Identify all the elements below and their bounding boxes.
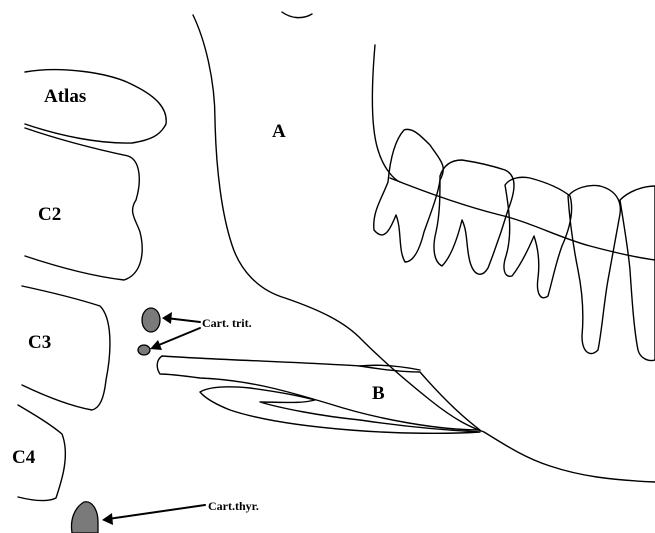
label-cart-trit: Cart. trit. <box>202 316 252 330</box>
label-c3: C3 <box>28 332 51 353</box>
molar-2 <box>434 160 514 274</box>
mandible-ridge <box>372 45 400 182</box>
cart-thyr-shape <box>72 502 99 533</box>
label-b: B <box>372 383 385 404</box>
arrow-thyr-head <box>102 513 113 525</box>
arrows <box>102 312 205 525</box>
label-a: A <box>272 121 286 142</box>
cart-trit-lower <box>138 345 150 355</box>
molar-1 <box>374 129 444 262</box>
hyoid-lower-process <box>200 387 480 434</box>
arrow-trit-upper-head <box>162 312 172 324</box>
arrow-trit-lower-line <box>154 328 200 347</box>
label-c2: C2 <box>38 204 61 225</box>
arrow-thyr-line <box>108 505 205 519</box>
molar-4 <box>568 185 620 353</box>
hyoid-bone <box>157 356 480 430</box>
label-c4: C4 <box>12 447 36 468</box>
label-cart-thyr: Cart.thyr. <box>208 499 259 513</box>
cart-trit-upper <box>142 308 160 332</box>
molar-5 <box>620 186 655 361</box>
molar-3 <box>504 177 572 298</box>
skull-outline <box>193 15 655 482</box>
teeth-row <box>374 129 655 360</box>
skull-top-arc <box>282 12 312 18</box>
occlusal-line <box>390 178 655 260</box>
label-atlas: Atlas <box>44 86 86 107</box>
